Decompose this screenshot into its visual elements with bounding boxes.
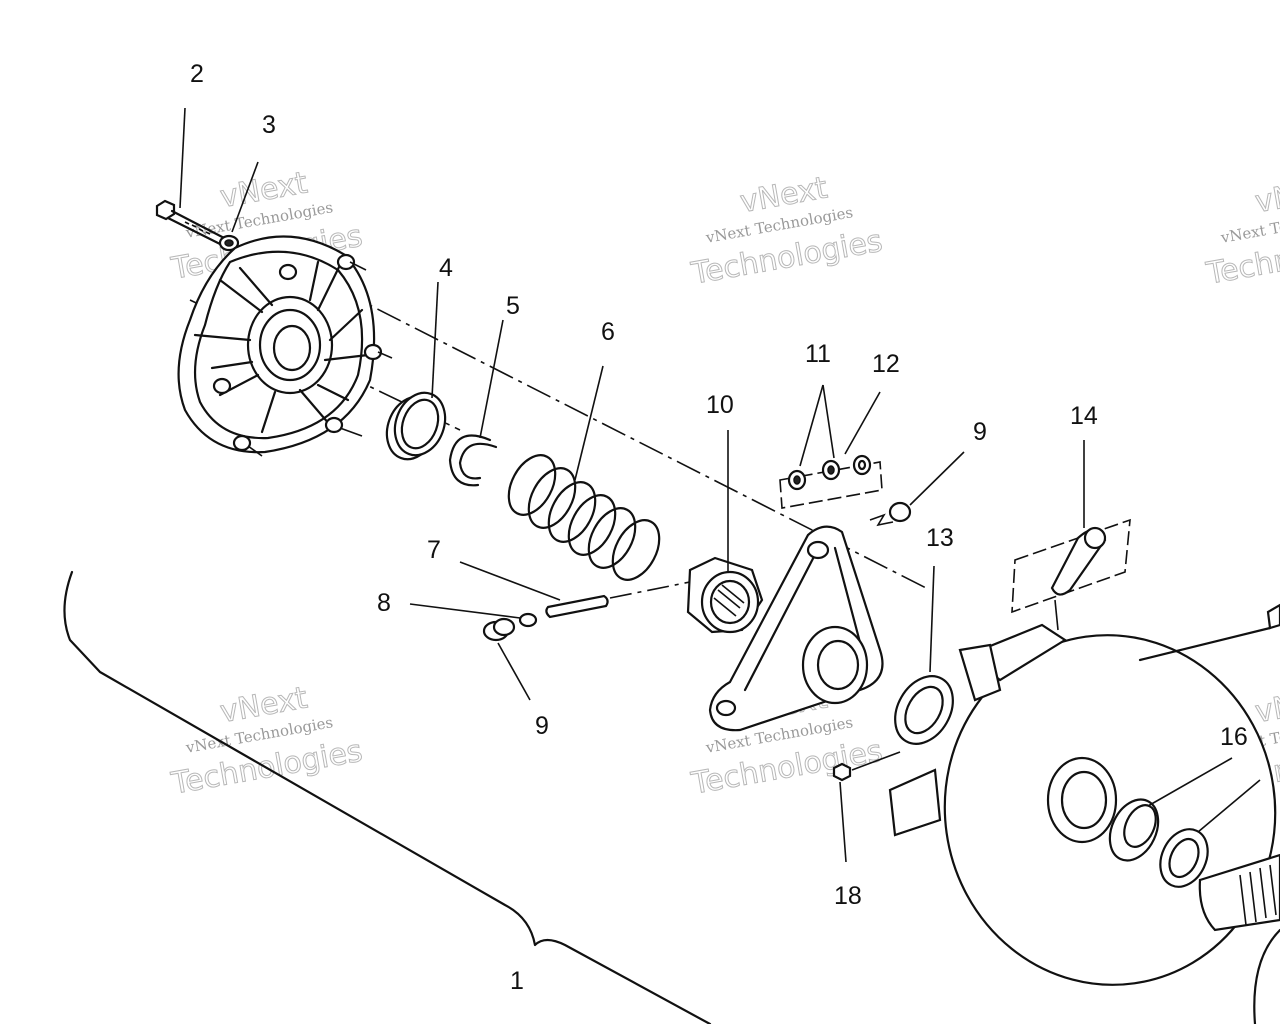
callout-16: 16 xyxy=(1220,723,1248,751)
snap-ring-part-5 xyxy=(448,434,498,487)
spider-part-10 xyxy=(686,556,764,634)
callout-1: 1 xyxy=(510,967,524,995)
moveable-sheave xyxy=(888,603,1280,986)
cam-part-14 xyxy=(1011,518,1131,631)
callout-2: 2 xyxy=(190,60,204,88)
callout-13: 13 xyxy=(926,524,954,552)
watermark-bottom-left: vNext vNext Technologies Technologies xyxy=(168,680,366,802)
spring-part-6 xyxy=(507,454,661,581)
washers-part-11-12 xyxy=(779,454,883,509)
nut-part-18 xyxy=(832,751,901,782)
leader-lines xyxy=(179,107,1261,863)
pin-part-7 xyxy=(545,594,609,619)
callout-6: 6 xyxy=(601,318,615,346)
callout-labels: 2 3 4 5 6 7 8 9 9 10 11 12 13 14 16 18 1 xyxy=(190,60,1248,995)
drive-shaft xyxy=(1198,853,1280,1024)
callout-8: 8 xyxy=(377,589,391,617)
bushing-part-16 xyxy=(1108,798,1209,888)
callout-5: 5 xyxy=(506,292,520,320)
callout-10: 10 xyxy=(706,391,734,419)
bushing-ring-part-4 xyxy=(385,391,447,461)
watermark-top-center: vNext vNext Technologies Technologies xyxy=(688,170,886,292)
callout-14: 14 xyxy=(1070,402,1098,430)
callout-3: 3 xyxy=(262,111,276,139)
watermark-line1: vNext xyxy=(1253,680,1280,730)
callout-9-lower: 9 xyxy=(535,712,549,740)
assembly-bracket xyxy=(63,570,712,1024)
ball-part-8 xyxy=(518,612,538,628)
callout-7: 7 xyxy=(427,536,441,564)
callout-12: 12 xyxy=(872,350,900,378)
roller-part-9-lower xyxy=(482,617,516,642)
roller-part-9-upper xyxy=(869,501,912,527)
cover-plate xyxy=(177,235,393,457)
washer-part-3 xyxy=(218,234,240,252)
callout-18: 18 xyxy=(834,882,862,910)
bolt-part-2 xyxy=(155,199,230,248)
callout-4: 4 xyxy=(439,254,453,282)
callout-9-upper: 9 xyxy=(973,418,987,446)
watermark-top-right: vNext vNext Technologies Technologies xyxy=(1203,170,1280,292)
washer-part-13 xyxy=(894,675,954,745)
callout-11: 11 xyxy=(805,340,831,368)
weight-arm xyxy=(708,525,884,732)
watermark-line1: vNext xyxy=(1253,170,1280,220)
